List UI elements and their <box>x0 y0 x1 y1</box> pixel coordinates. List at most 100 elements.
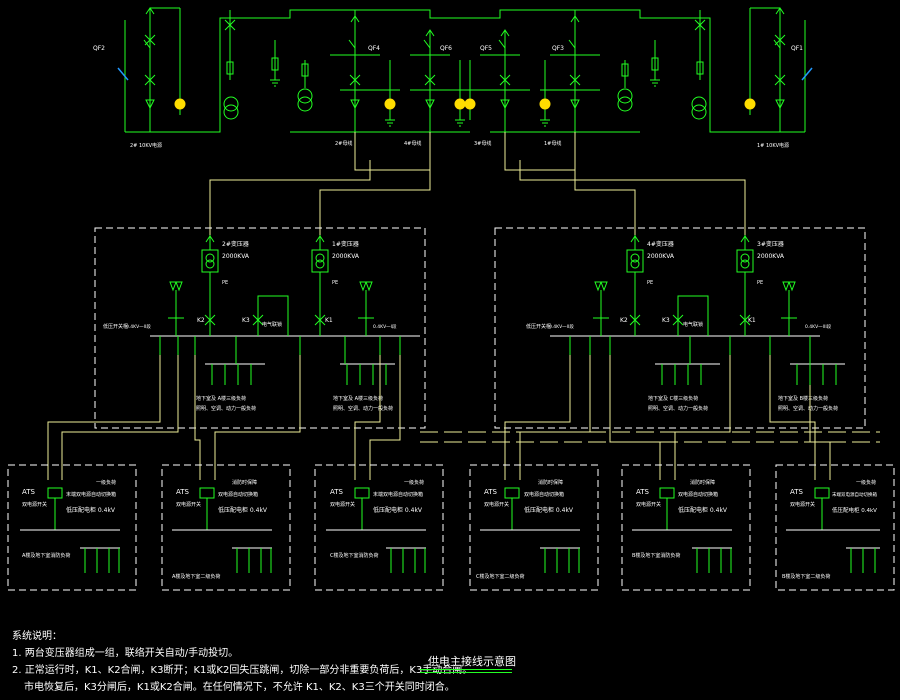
ats-label: ATS <box>484 488 498 496</box>
ats-switch-label: 双电源开关 <box>790 501 815 508</box>
ats-box-3: ATS 双电源开关 一级负荷 末端双电源自动切换箱 低压配电柜 0.4kV C楼… <box>330 479 424 559</box>
hv-transformer-icon <box>223 88 707 120</box>
load-label: 照明、空调、动力一般负荷 <box>648 405 708 412</box>
pe-label: PE <box>222 280 228 286</box>
load-label: 照明、空调、动力一般负荷 <box>196 405 256 412</box>
label-bus-1: 1#母线 <box>544 140 561 147</box>
notes-line-1: 1. 两台变压器组成一组，联络开关自动/手动投切。 <box>12 648 239 659</box>
ats-load-class: 一级负荷 <box>96 479 116 486</box>
switch-label-qf5: QF5 <box>480 45 492 52</box>
switch-label-qf2: QF2 <box>93 45 105 52</box>
ats-panel: 低压配电柜 0.4kV <box>373 506 423 514</box>
breaker-label-k2: K2 <box>197 317 205 324</box>
transformer-3-capacity: 2000KVA <box>757 253 785 260</box>
lv-feeders <box>159 336 837 385</box>
ats-switch-label: 双电源开关 <box>22 501 47 508</box>
transformer-2-capacity: 2000KVA <box>222 253 250 260</box>
ats-panel: 低压配电柜 0.4kV <box>832 506 877 514</box>
breaker-label-k1: K1 <box>325 317 333 324</box>
panel-label: 低压开关柜 <box>103 323 128 330</box>
label-bus-3: 3#母线 <box>474 140 491 147</box>
breaker-label-k2: K2 <box>620 317 628 324</box>
switch-label-qf1: QF1 <box>791 45 803 52</box>
lv-busbars <box>150 335 845 365</box>
breaker-label-k3: K3 <box>662 317 670 324</box>
switch-label-qf4: QF4 <box>368 45 380 52</box>
ats-desc: 双电源自动切换箱 <box>524 491 564 498</box>
load-label: 照明、空调、动力一般负荷 <box>778 405 838 412</box>
ats-load-class: 消防时保障 <box>690 479 715 486</box>
ats-bottom-label: A楼及地下室二级负荷 <box>172 573 220 580</box>
load-label: 地下室及 A楼三级负荷 <box>196 395 246 402</box>
pe-label: PE <box>757 280 763 286</box>
ats-bottom-label: C楼及地下室二级负荷 <box>476 573 525 580</box>
label-source-2: 2# 10KV电源 <box>130 142 162 149</box>
ats-desc: 末端双电源自动切换箱 <box>832 491 877 498</box>
breaker-label-k1: K1 <box>748 317 756 324</box>
ats-panel: 低压配电柜 0.4kV <box>218 506 268 514</box>
ats-bottom-label: A楼及地下室消防负荷 <box>22 552 70 559</box>
transformer-4-capacity: 2000KVA <box>647 253 675 260</box>
ats-desc: 末端双电源自动切换箱 <box>373 491 423 498</box>
transformer-4-name: 4#变压器 <box>647 240 674 248</box>
ats-bottom-label: B楼及地下室消防负荷 <box>632 552 680 559</box>
caption-underline <box>420 669 512 670</box>
interlock-label: 电气联锁 <box>262 321 282 328</box>
ats-switch-label: 双电源开关 <box>176 501 201 508</box>
ats-label: ATS <box>330 488 344 496</box>
ats-load-class: 消防时保障 <box>232 479 257 486</box>
label-bus-2: 2#母线 <box>335 140 352 147</box>
ct-icon <box>174 98 756 110</box>
ats-desc: 双电源自动切换箱 <box>678 491 718 498</box>
load-label: 地下室及 A楼三级负荷 <box>333 395 383 402</box>
ats-box-1: ATS 双电源开关 一级负荷 末端双电源自动切换箱 低压配电柜 0.4kV A楼… <box>22 479 116 559</box>
label-bus-4: 4#母线 <box>404 140 421 147</box>
ats-panel: 低压配电柜 0.4kV <box>678 506 728 514</box>
ats-switch-label: 双电源开关 <box>636 501 661 508</box>
ats-label: ATS <box>176 488 190 496</box>
transformer-1-capacity: 2000KVA <box>332 253 360 260</box>
ats-box-frames <box>7 464 895 591</box>
ats-desc: 双电源自动切换箱 <box>218 491 258 498</box>
lv-transformer-icon <box>168 235 797 336</box>
bus-section-label: 0.4KV一II段 <box>549 323 574 330</box>
ats-desc: 末端双电源自动切换箱 <box>66 491 116 498</box>
switch-label-qf3: QF3 <box>552 45 564 52</box>
lv-cables-to-ats <box>47 355 880 480</box>
system-notes: 系统说明： 1. 两台变压器组成一组，联络开关自动/手动投切。 2. 正常运行时… <box>12 628 472 696</box>
transformer-2-name: 2#变压器 <box>222 240 249 248</box>
ats-box-5: ATS 双电源开关 消防时保障 双电源自动切换箱 低压配电柜 0.4kV B楼及… <box>632 479 728 559</box>
pe-label: PE <box>647 280 653 286</box>
bus-section-label: 0.4KV一III段 <box>805 323 832 330</box>
ats-box-6: ATS 双电源开关 一级负荷 末端双电源自动切换箱 低压配电柜 0.4kV B楼… <box>782 479 877 580</box>
ats-switch-label: 双电源开关 <box>484 501 509 508</box>
ats-bottom-label: B楼及地下室二级负荷 <box>782 573 830 580</box>
transformer-3-name: 3#变压器 <box>757 240 784 248</box>
ats-label: ATS <box>636 488 650 496</box>
substation-frames <box>94 227 866 429</box>
diagram-caption: 供电主接线示意图 <box>428 655 516 668</box>
pe-label: PE <box>332 280 338 286</box>
ats-box-4: ATS 双电源开关 消防时保障 双电源自动切换箱 低压配电柜 0.4kV C楼及… <box>476 479 574 580</box>
load-label: 地下室及 B楼三级负荷 <box>778 395 828 402</box>
switch-label-qf6: QF6 <box>440 45 452 52</box>
ats-panel: 低压配电柜 0.4kV <box>524 506 574 514</box>
breaker-label-k3: K3 <box>242 317 250 324</box>
ats-switch-label: 双电源开关 <box>330 501 355 508</box>
transformer-1-name: 1#变压器 <box>332 240 359 248</box>
bus-section-label: 0.4KV一I段 <box>373 323 397 330</box>
ats-panel: 低压配电柜 0.4kV <box>66 506 116 514</box>
ats-box-2: ATS 双电源开关 消防时保障 双电源自动切换箱 低压配电柜 0.4kV A楼及… <box>172 479 268 580</box>
load-label: 照明、空调、动力一般负荷 <box>333 405 393 412</box>
ats-bottom-label: C楼及地下室消防负荷 <box>330 552 379 559</box>
ats-load-class: 一级负荷 <box>856 479 876 486</box>
panel-label: 低压开关柜 <box>526 323 551 330</box>
notes-line-3: 市电恢复后，K3分闸后，K1或K2合闸。在任何情况下，不允许 K1、K2、K3三… <box>24 682 455 693</box>
ats-internals <box>20 487 880 573</box>
interlock-label: 电气联锁 <box>683 321 703 328</box>
hv-feeder-cables <box>209 132 746 235</box>
incoming-arrow-icon <box>117 67 813 81</box>
label-source-1: 1# 10KV电源 <box>757 142 789 149</box>
notes-heading: 系统说明： <box>12 631 62 642</box>
